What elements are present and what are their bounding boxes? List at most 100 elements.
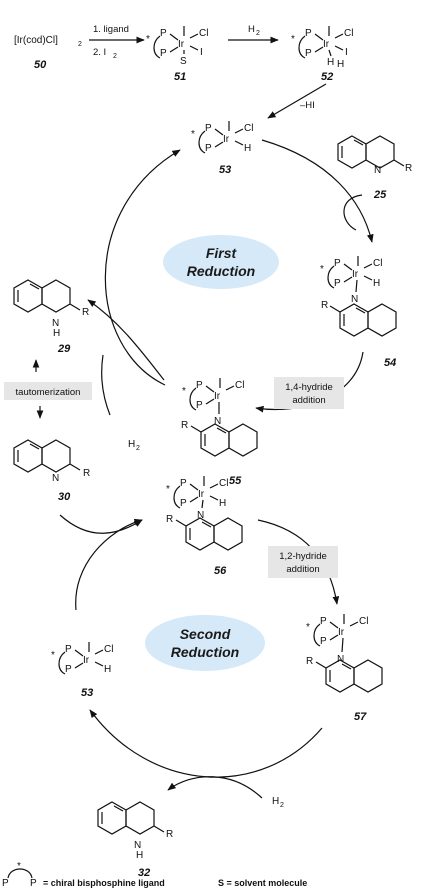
compound-number-52: 52 [321, 71, 333, 83]
phosphorus-top: P [320, 616, 327, 627]
catalyst-53-top: * P P Ir Cl H 53 [191, 120, 253, 176]
legend-p-right: P [30, 878, 37, 889]
phosphorus-bottom: P [196, 400, 203, 411]
condition-minus-hi: –HI [300, 100, 315, 111]
ring-nitrogen: N [351, 294, 358, 305]
tag-12-line1: 1,2-hydride [279, 551, 327, 562]
chloride: Cl [235, 380, 244, 391]
chiral-star: * [291, 34, 295, 45]
r-group: R [306, 656, 313, 667]
hydride: H [104, 664, 111, 675]
phosphorus-bottom: P [180, 498, 187, 509]
phosphorus-bottom: P [65, 664, 72, 675]
compound-number-53-second: 53 [81, 687, 93, 699]
compound-30: N R 30 [13, 439, 90, 503]
phosphorus-bottom: P [334, 278, 341, 289]
arrow-to-29 [87, 299, 165, 381]
chiral-star: * [146, 34, 150, 45]
phosphorus-bottom: P [205, 143, 212, 154]
phosphorus-top: P [205, 123, 212, 134]
iodide: I [200, 47, 203, 58]
legend-star: * [17, 861, 21, 872]
complex-57: * P P Ir Cl N [306, 613, 368, 665]
complex-51: * P P Ir Cl I S 51 [146, 25, 208, 83]
h2-cycle2: H [272, 796, 279, 807]
ring-nitrogen: N [337, 654, 344, 665]
condition-ligand: 1. ligand [93, 24, 129, 35]
compound-29: N H R 29 [13, 279, 89, 355]
product-release: H 2 [167, 776, 284, 809]
chloride: Cl [373, 258, 382, 269]
chiral-star: * [320, 264, 324, 275]
h2-into-cycle1: H 2 [101, 354, 140, 452]
tag-14-line1: 1,4-hydride [285, 382, 333, 393]
legend-ligand-definition: = chiral bisphosphine ligand [43, 878, 165, 888]
iridium: Ir [352, 269, 359, 280]
precursor-formula: [Ir(cod)Cl] [14, 35, 58, 46]
phosphorus-top: P [65, 644, 72, 655]
compound-number-29: 29 [57, 343, 71, 355]
amine-hydrogen: H [136, 850, 143, 861]
r-group: R [83, 468, 90, 479]
dihydroquinoline-ligand-56: R 56 [166, 514, 243, 577]
precursor-sub: 2 [78, 41, 82, 48]
h2-cycle1: H [128, 439, 135, 450]
iridium: Ir [198, 489, 205, 500]
r-group: R [321, 300, 328, 311]
condition-iodine-sub: 2 [113, 53, 117, 60]
compound-number-57: 57 [354, 711, 367, 723]
cycle1-arc-left [104, 149, 181, 386]
tautomerization-equilibrium: tautomerization [4, 359, 92, 419]
amine-nitrogen: N [134, 840, 141, 851]
complex-55: * P P Ir Cl N [182, 377, 244, 427]
product-32: N H R 32 [97, 801, 173, 879]
second-reduction-line2: Reduction [171, 644, 239, 660]
condition-iodine: 2. I [93, 47, 106, 58]
substrate-entry-arc [343, 194, 363, 231]
first-reduction-badge: First Reduction [163, 235, 279, 289]
hydride: H [219, 498, 226, 509]
chiral-star: * [191, 129, 195, 140]
iodide: I [345, 47, 348, 58]
cycle2-arc-bottom [89, 709, 323, 778]
chloride: Cl [244, 123, 253, 134]
chloride: Cl [219, 478, 228, 489]
iridium: Ir [323, 39, 330, 50]
chiral-star: * [182, 386, 186, 397]
chloride: Cl [359, 616, 368, 627]
hydride: H [373, 278, 380, 289]
hydride-1: H [327, 57, 334, 68]
complex-54: * P P Ir Cl H N [320, 255, 382, 305]
legend: P * P = chiral bisphosphine ligand S = s… [2, 861, 307, 889]
chiral-star: * [51, 650, 55, 661]
step-arrow-1: 1. ligand 2. I 2 [89, 24, 145, 60]
iridium: Ir [83, 655, 90, 666]
phosphorus-bottom: P [320, 636, 327, 647]
compound-number-32: 32 [138, 867, 150, 879]
quinoline-ligand-54: R 54 [321, 300, 397, 369]
condition-h2-sub: 2 [256, 30, 260, 37]
hydride: H [244, 143, 251, 154]
r-group: R [82, 307, 89, 318]
iridium: Ir [338, 627, 345, 638]
amine-nitrogen: N [52, 318, 59, 329]
complex-52: * P P Ir Cl I H H 52 [291, 25, 353, 83]
phosphorus-top: P [180, 478, 187, 489]
phosphorus-top: P [196, 380, 203, 391]
iridium: Ir [223, 134, 230, 145]
chloride: Cl [104, 644, 113, 655]
hydride-2: H [337, 59, 344, 70]
cycle1-arc-right [261, 139, 374, 243]
compound-number-54: 54 [384, 357, 396, 369]
chloride: Cl [344, 28, 353, 39]
first-reduction-line1: First [206, 245, 238, 261]
compound-number-53: 53 [219, 164, 231, 176]
step-arrow-3: –HI [267, 83, 327, 119]
tag-12-line2: addition [286, 564, 319, 575]
tautomerization-label: tautomerization [16, 387, 81, 398]
complex-56: * P P Ir Cl H N [166, 475, 228, 521]
chiral-star: * [306, 622, 310, 633]
legend-p-left: P [2, 878, 9, 889]
legend-solvent-definition: S = solvent molecule [218, 878, 307, 888]
